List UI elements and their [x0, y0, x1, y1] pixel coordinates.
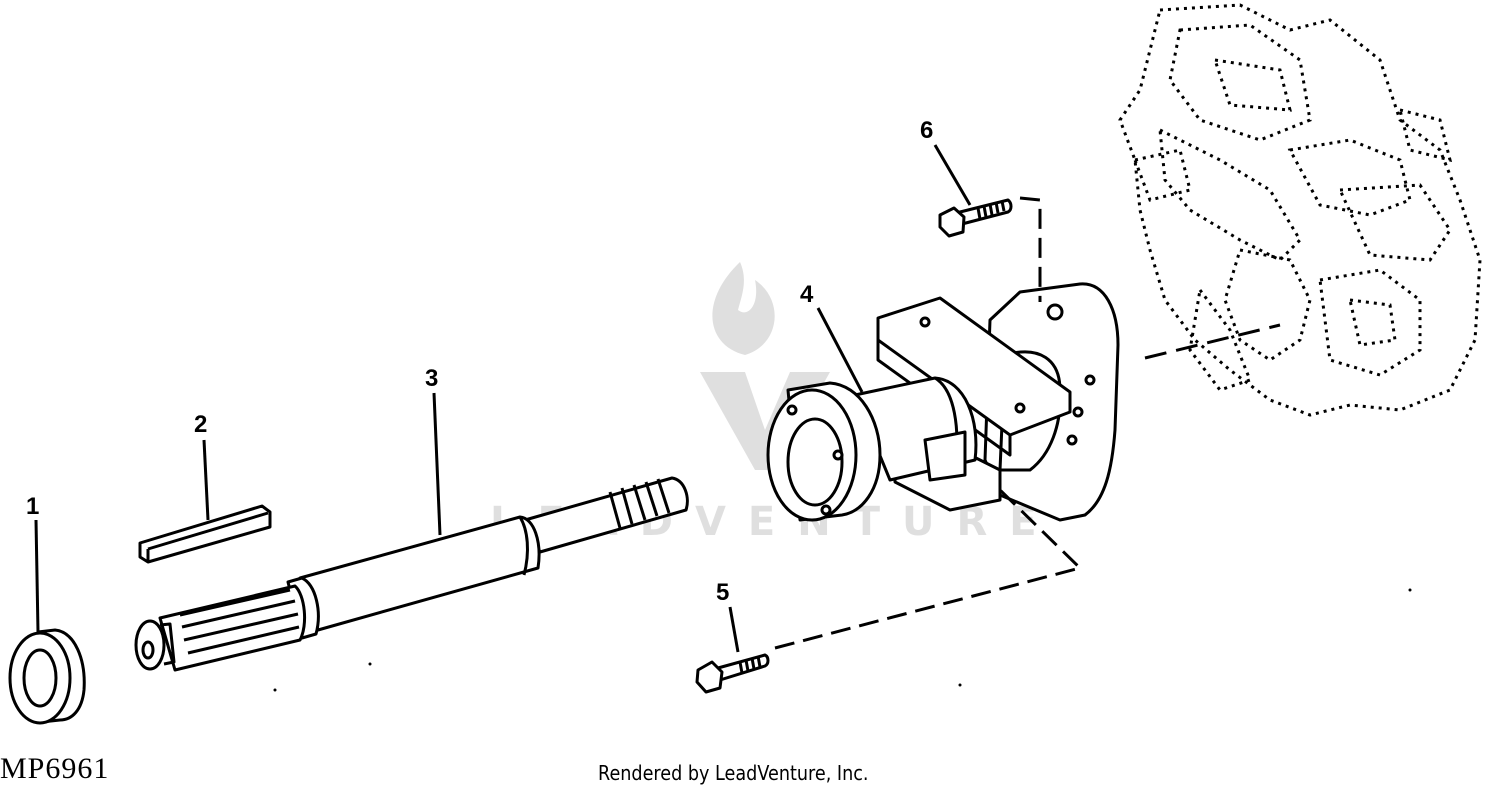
leader-lines: [34, 144, 972, 653]
part-3-shaft: [134, 476, 689, 672]
assembly-lines: [774, 196, 1083, 650]
callout-4: 4: [800, 281, 814, 308]
print-specks: [273, 588, 1412, 692]
part-4-housing: [766, 282, 1120, 522]
callout-6: 6: [920, 117, 933, 144]
render-credit: Rendered by LeadVenture, Inc.: [598, 761, 869, 785]
callout-1: 1: [26, 493, 39, 520]
engine-centerline: [1144, 323, 1281, 360]
part-5-cap-screw: [695, 653, 770, 694]
callout-5: 5: [716, 579, 729, 606]
part-2-key: [138, 504, 272, 564]
part-6-cap-screw: [938, 198, 1013, 238]
callout-2: 2: [194, 411, 207, 438]
engine-block-outline: [1118, 3, 1482, 417]
part-1-bushing: [8, 628, 86, 725]
figure-id: MP6961: [0, 752, 110, 785]
callout-3: 3: [425, 365, 438, 392]
